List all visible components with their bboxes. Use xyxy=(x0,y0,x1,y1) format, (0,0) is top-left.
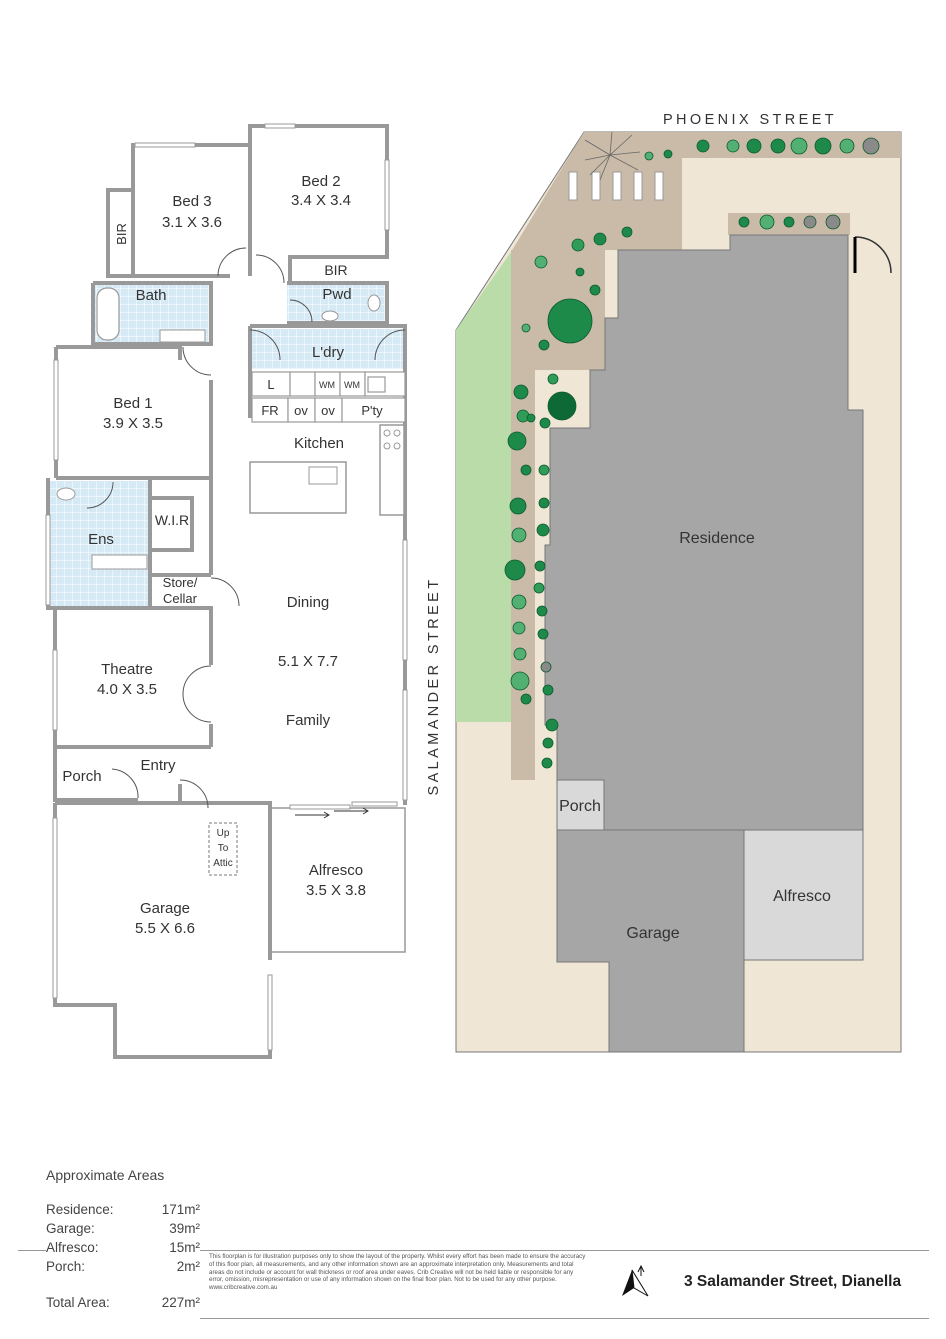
areas-title: Approximate Areas xyxy=(46,1167,165,1183)
laundry-fixture-wm2: WM xyxy=(344,380,360,390)
bed2-size: 3.4 X 3.4 xyxy=(291,192,351,209)
kitchen-fixture-ov2: ov xyxy=(321,403,335,418)
wir-label: W.I.R xyxy=(155,512,189,528)
site-porch-label: Porch xyxy=(559,798,601,815)
site-alfresco xyxy=(743,829,864,961)
trees xyxy=(504,137,880,769)
laundry-fixtures xyxy=(251,371,406,397)
parking-bays xyxy=(568,171,664,201)
kitchen-fixture-fr: FR xyxy=(261,403,278,418)
garden-bed-side xyxy=(511,213,850,780)
bed2-name: Bed 2 xyxy=(301,173,340,190)
garage-size: 5.5 X 6.6 xyxy=(135,920,195,937)
street-top-label: PHOENIX STREET xyxy=(663,112,837,128)
vanity-icon xyxy=(159,329,206,343)
site-lawn xyxy=(456,252,511,722)
garage-name: Garage xyxy=(140,900,190,917)
bed1-name: Bed 1 xyxy=(113,395,152,412)
garden-bed-top xyxy=(511,132,901,252)
area-label: Alfresco: xyxy=(46,1240,99,1255)
site-garage-label: Garage xyxy=(626,925,679,942)
laundry-label: L'dry xyxy=(312,344,345,361)
dining-size: 5.1 X 7.7 xyxy=(278,653,338,670)
bir-right-label: BIR xyxy=(324,262,347,278)
pwd-label: Pwd xyxy=(322,286,351,303)
divider-top xyxy=(200,1250,929,1251)
kitchen-fixtures xyxy=(251,397,406,423)
alfresco-name: Alfresco xyxy=(309,862,363,879)
kitchen-label: Kitchen xyxy=(294,435,344,452)
bathtub-icon xyxy=(96,287,120,341)
area-label: Garage: xyxy=(46,1221,95,1236)
north-arrow-icon xyxy=(622,1264,649,1297)
area-value: 15m² xyxy=(169,1240,200,1255)
bed3-name: Bed 3 xyxy=(172,193,211,210)
dining-label: Dining xyxy=(287,594,330,611)
basin-icon xyxy=(321,310,339,322)
divider-bottom xyxy=(200,1318,929,1319)
sliding-door-arrows xyxy=(295,807,369,819)
area-value: 2m² xyxy=(176,1259,200,1274)
laundry-fixture-l: L xyxy=(267,377,274,392)
site-residence xyxy=(544,234,864,831)
family-label: Family xyxy=(286,712,331,729)
door-swings xyxy=(86,247,406,809)
cellar-label: Cellar xyxy=(163,591,198,606)
entry-label: Entry xyxy=(140,757,176,774)
ensuite-toilet-icon xyxy=(56,487,76,501)
property-address: 3 Salamander Street, Dianella xyxy=(684,1273,902,1290)
area-label: Total Area: xyxy=(46,1295,110,1310)
bed3-size: 3.1 X 3.6 xyxy=(162,214,222,231)
divider-left xyxy=(18,1250,46,1251)
area-label: Porch: xyxy=(46,1259,86,1274)
kitchen-fixture-ov1: ov xyxy=(294,403,308,418)
attic-line-2: To xyxy=(218,843,229,854)
attic-line-3: Attic xyxy=(213,858,232,869)
area-value: 39m² xyxy=(169,1221,200,1236)
site-alfresco-label: Alfresco xyxy=(773,888,831,905)
site-residence-label: Residence xyxy=(679,530,755,547)
disclaimer-text: This floorplan is for illustration purpo… xyxy=(209,1253,586,1284)
area-value: 171m² xyxy=(161,1202,200,1217)
site-plan: PHOENIX STREET SALAMANDER STREET Residen… xyxy=(426,112,902,1053)
sink-icon xyxy=(308,466,338,485)
theatre-name: Theatre xyxy=(101,661,153,678)
ens-label: Ens xyxy=(88,531,114,548)
ensuite-tiles xyxy=(48,481,148,608)
laundry-fixture-wm1: WM xyxy=(319,380,335,390)
bath-label: Bath xyxy=(136,287,167,304)
shrub-icon xyxy=(584,131,641,181)
area-label: Residence: xyxy=(46,1202,114,1217)
store-label: Store/ xyxy=(163,575,198,590)
alfresco-size: 3.5 X 3.8 xyxy=(306,882,366,899)
floor-plan: Bed 3 3.1 X 3.6 Bed 2 3.4 X 3.4 Bath Pwd… xyxy=(45,123,408,1059)
attic-line-1: Up xyxy=(217,828,230,839)
porch-label: Porch xyxy=(62,768,101,785)
toilet-icon xyxy=(367,294,381,312)
street-side-label: SALAMANDER STREET xyxy=(426,577,442,796)
bed1-size: 3.9 X 3.5 xyxy=(103,415,163,432)
area-value: 227m² xyxy=(161,1295,200,1310)
website-link[interactable]: www.cribcreative.com.au xyxy=(209,1284,278,1292)
theatre-size: 4.0 X 3.5 xyxy=(97,681,157,698)
site-porch xyxy=(556,779,605,831)
disclaimer: This floorplan is for illustration purpo… xyxy=(209,1253,589,1292)
bir-left-label: BIR xyxy=(114,223,129,245)
kitchen-fixture-pantry: P'ty xyxy=(361,403,383,418)
ensuite-vanity-icon xyxy=(91,554,148,570)
kitchen-counter xyxy=(379,424,405,516)
cooktop-icon xyxy=(383,429,401,450)
windows xyxy=(45,123,408,1051)
